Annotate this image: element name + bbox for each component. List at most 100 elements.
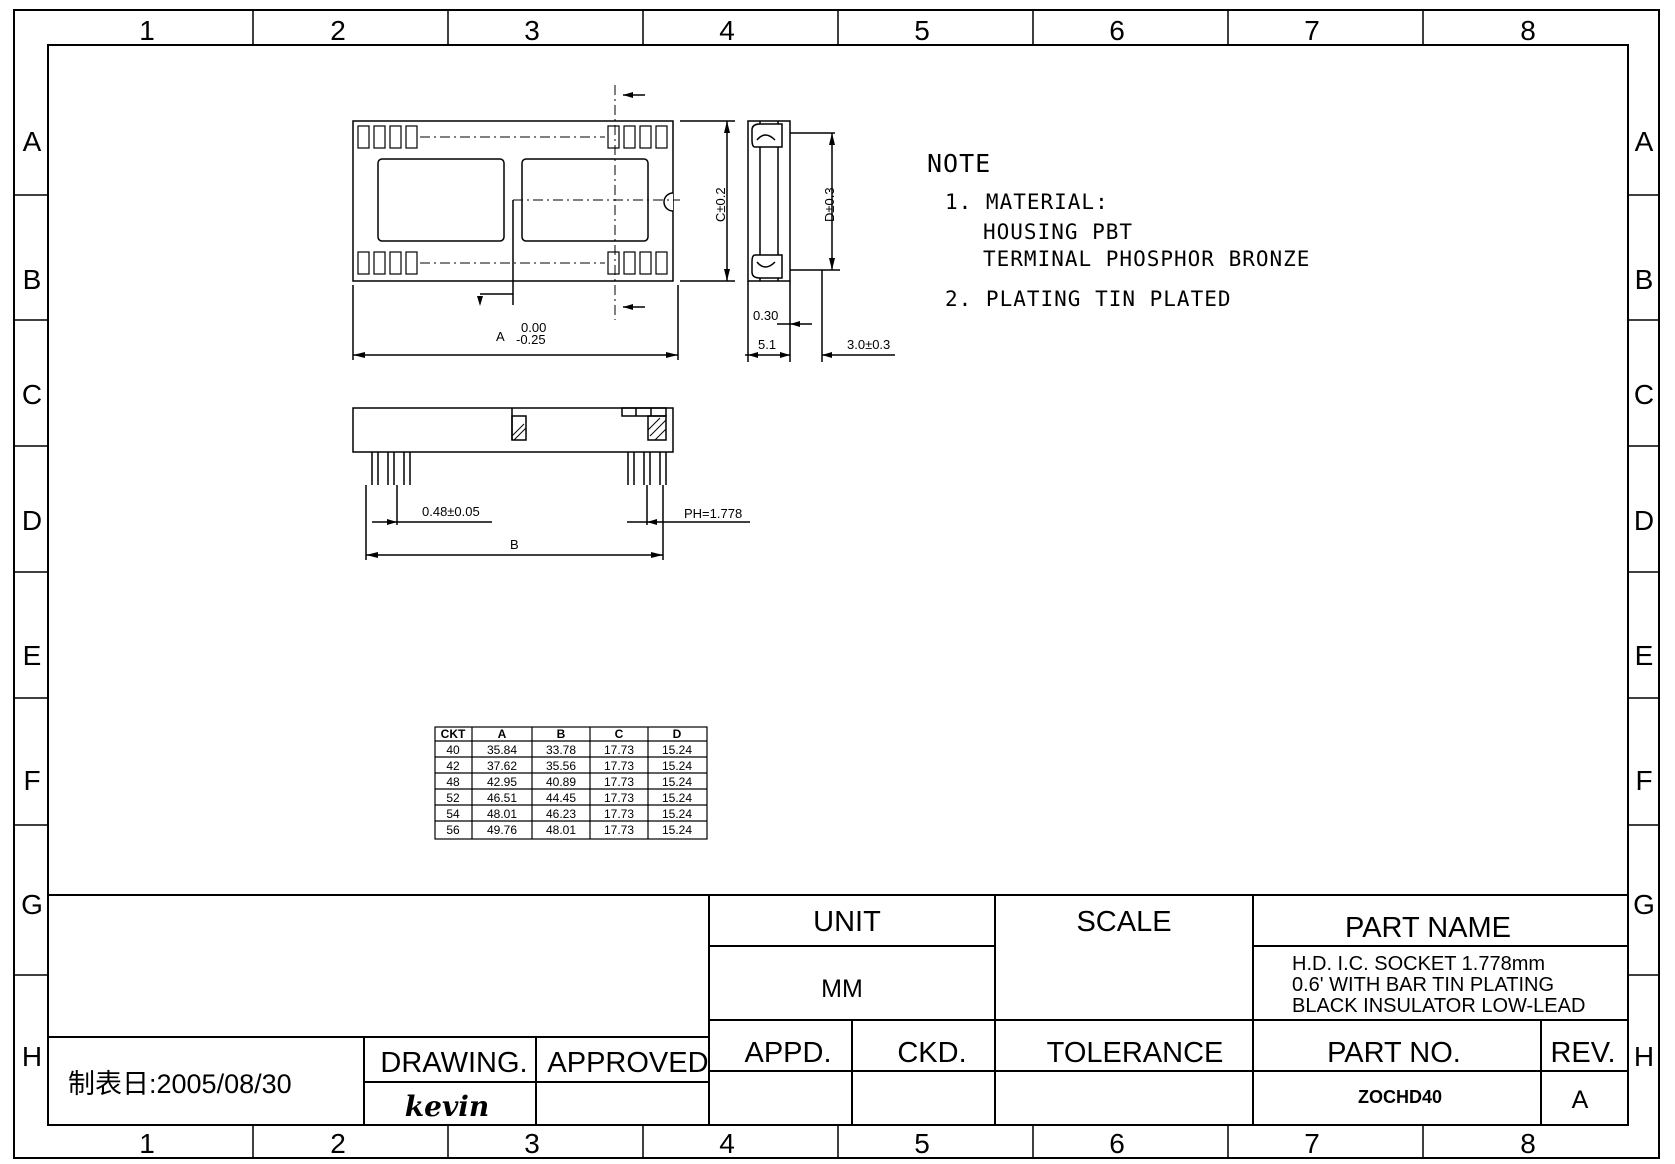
col-label-bottom-7: 7 [1304, 1128, 1320, 1159]
col-label-bottom-2: 2 [330, 1128, 346, 1159]
table-cell: 48.01 [487, 807, 517, 821]
table-cell: 54 [446, 807, 460, 821]
col-label-top-4: 4 [719, 15, 735, 46]
table-cell: 49.76 [487, 823, 517, 837]
part-name-line-2: 0.6' WITH BAR TIN PLATING [1292, 974, 1554, 996]
rev-value: A [1572, 1086, 1589, 1114]
col-label-bottom-5: 5 [914, 1128, 930, 1159]
col-label-top-1: 1 [139, 15, 155, 46]
dim-pin-label: 0.48±0.05 [422, 504, 480, 519]
table-cell: 46.51 [487, 791, 517, 805]
dim-a-lower-tol: -0.25 [516, 332, 546, 347]
row-label-right-d: D [1634, 505, 1654, 536]
end-view-arrows [748, 133, 835, 358]
dim-ph-label: PH=1.778 [684, 506, 742, 521]
part-name-line-3: BLACK INSULATOR LOW-LEAD [1292, 995, 1585, 1017]
table-cell: 42.95 [487, 775, 517, 789]
table-cell: 35.56 [546, 759, 576, 773]
col-label-top-5: 5 [914, 15, 930, 46]
table-cell: 56 [446, 823, 460, 837]
note-line-2: HOUSING PBT [983, 220, 1133, 244]
end-view [745, 120, 895, 362]
dim-30-label: 3.0±0.3 [847, 337, 890, 352]
row-label-left-f: F [23, 765, 40, 796]
dimension-table: CKT A B C D 40 35.84 33.78 17.73 15.24 4… [434, 726, 708, 840]
table-cell: 15.24 [662, 791, 692, 805]
table-cell: 17.73 [604, 807, 634, 821]
table-cell: 42 [446, 759, 460, 773]
table-cell: 52 [446, 791, 460, 805]
table-header-c: C [615, 727, 624, 741]
appd-label: APPD. [744, 1037, 831, 1069]
dim-a-upper-tol: 0.00 [521, 320, 546, 335]
row-label-right-a: A [1635, 126, 1654, 157]
col-label-bottom-8: 8 [1520, 1128, 1536, 1159]
row-label-left-b: B [23, 264, 42, 295]
row-label-right-g: G [1633, 889, 1655, 920]
front-view [352, 407, 750, 560]
ckd-label: CKD. [897, 1037, 966, 1069]
table-header-a: A [498, 727, 507, 741]
col-label-top-6: 6 [1109, 15, 1125, 46]
table-cell: 15.24 [662, 823, 692, 837]
col-label-top-7: 7 [1304, 15, 1320, 46]
note-line-4: 2. PLATING TIN PLATED [945, 287, 1232, 311]
dim-d-label: D±0.3 [822, 187, 837, 222]
row-label-left-c: C [22, 379, 42, 410]
table-cell: 46.23 [546, 807, 576, 821]
drawing-label: DRAWING. [380, 1047, 527, 1079]
row-label-right-c: C [1634, 379, 1654, 410]
row-label-right-h: H [1634, 1041, 1654, 1072]
table-cell: 40.89 [546, 775, 576, 789]
note-title: NOTE [927, 149, 991, 178]
row-label-right-e: E [1635, 640, 1654, 671]
row-label-left-g: G [21, 889, 43, 920]
col-label-bottom-3: 3 [524, 1128, 540, 1159]
table-cell: 17.73 [604, 823, 634, 837]
dim-a-label: A [496, 329, 505, 344]
table-cell: 33.78 [546, 743, 576, 757]
row-label-right-f: F [1635, 765, 1652, 796]
part-name-line-1: H.D. I.C. SOCKET 1.778mm [1292, 953, 1545, 975]
row-label-right-b: B [1635, 264, 1654, 295]
part-no-value: ZOCHD40 [1358, 1087, 1442, 1107]
row-label-left-h: H [22, 1041, 42, 1072]
col-label-bottom-1: 1 [139, 1128, 155, 1159]
row-label-left-a: A [23, 126, 42, 157]
table-cell: 48.01 [546, 823, 576, 837]
table-cell: 44.45 [546, 791, 576, 805]
table-cell: 15.24 [662, 775, 692, 789]
table-cell: 37.62 [487, 759, 517, 773]
drawn-by-signature: kevin [405, 1090, 489, 1123]
tolerance-label: TOLERANCE [1047, 1037, 1224, 1069]
top-view-arrows [353, 92, 730, 358]
table-cell: 15.24 [662, 759, 692, 773]
table-cell: 15.24 [662, 807, 692, 821]
col-label-bottom-4: 4 [719, 1128, 735, 1159]
table-cell: 17.73 [604, 759, 634, 773]
table-cell: 35.84 [487, 743, 517, 757]
table-header-ckt: CKT [441, 727, 466, 741]
table-cell: 15.24 [662, 743, 692, 757]
issue-date: 制表日:2005/08/30 [68, 1069, 292, 1099]
part-no-label: PART NO. [1327, 1037, 1461, 1069]
drawing-frame [13, 9, 1660, 1159]
table-header-b: B [557, 727, 566, 741]
col-label-top-8: 8 [1520, 15, 1536, 46]
dim-b-label: B [510, 537, 519, 552]
table-cell: 17.73 [604, 743, 634, 757]
col-label-bottom-6: 6 [1109, 1128, 1125, 1159]
col-label-top-2: 2 [330, 15, 346, 46]
row-label-left-e: E [23, 640, 42, 671]
note-line-1: 1. MATERIAL: [945, 190, 1109, 214]
front-view-hatch [511, 417, 667, 441]
table-cell: 48 [446, 775, 460, 789]
approved-label: APPROVED [547, 1047, 708, 1079]
scale-label: SCALE [1076, 906, 1171, 938]
rev-label: REV. [1550, 1037, 1615, 1069]
front-view-arrows [366, 519, 663, 558]
unit-value: MM [821, 975, 863, 1003]
dim-c-label: C±0.2 [713, 187, 728, 222]
table-header-d: D [673, 727, 682, 741]
